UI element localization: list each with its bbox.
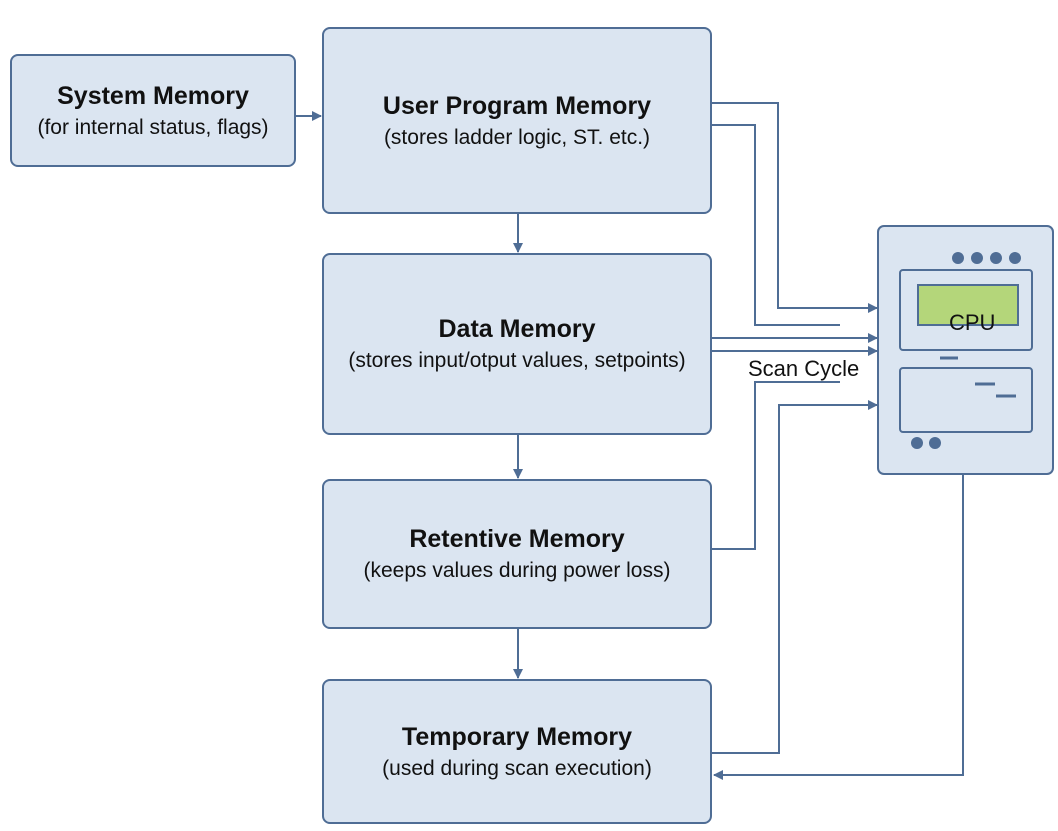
cpu-indicator-light <box>990 252 1002 264</box>
arrow-user-program-to-cpu <box>712 102 878 313</box>
retentive-memory-subtitle: (keeps values during power loss) <box>363 559 671 582</box>
cpu-label: CPU <box>949 310 996 335</box>
user-program-memory-box: User Program Memory (stores ladder logic… <box>322 27 712 214</box>
retentive-memory-box: Retentive Memory (keeps values during po… <box>322 479 712 629</box>
cpu-indicator-light <box>1009 252 1021 264</box>
cpu-lower-panel <box>899 367 1033 433</box>
data-memory-box: Data Memory (stores input/otput values, … <box>322 253 712 435</box>
cpu-indicator-light <box>971 252 983 264</box>
cpu-port <box>911 437 923 449</box>
connectors <box>296 102 964 780</box>
line-retentive-to-scan <box>712 381 840 550</box>
scan-cycle-label: Scan Cycle <box>748 356 860 381</box>
user-program-memory-title: User Program Memory <box>382 91 652 120</box>
temporary-memory-title: Temporary Memory <box>401 722 633 751</box>
arrow-cpu-to-temporary <box>713 474 964 780</box>
cpu-port <box>929 437 941 449</box>
system-memory-box: System Memory (for internal status, flag… <box>10 54 296 167</box>
temporary-memory-box: Temporary Memory (used during scan execu… <box>322 679 712 824</box>
arrow-temporary-to-cpu <box>712 400 878 754</box>
data-memory-title: Data Memory <box>438 315 596 343</box>
system-memory-title: System Memory <box>57 81 249 110</box>
user-program-memory-subtitle: (stores ladder logic, ST. etc.) <box>383 125 651 149</box>
data-memory-subtitle: (stores input/otput values, setpoints) <box>348 349 686 372</box>
cpu-device <box>877 225 1054 475</box>
cpu-indicator-light <box>952 252 964 264</box>
cpu-screen <box>917 284 1019 326</box>
retentive-memory-title: Retentive Memory <box>409 525 625 553</box>
temporary-memory-subtitle: (used during scan execution) <box>382 756 652 780</box>
system-memory-subtitle: (for internal status, flags) <box>37 115 269 139</box>
line-user-program-parallel <box>712 124 840 326</box>
